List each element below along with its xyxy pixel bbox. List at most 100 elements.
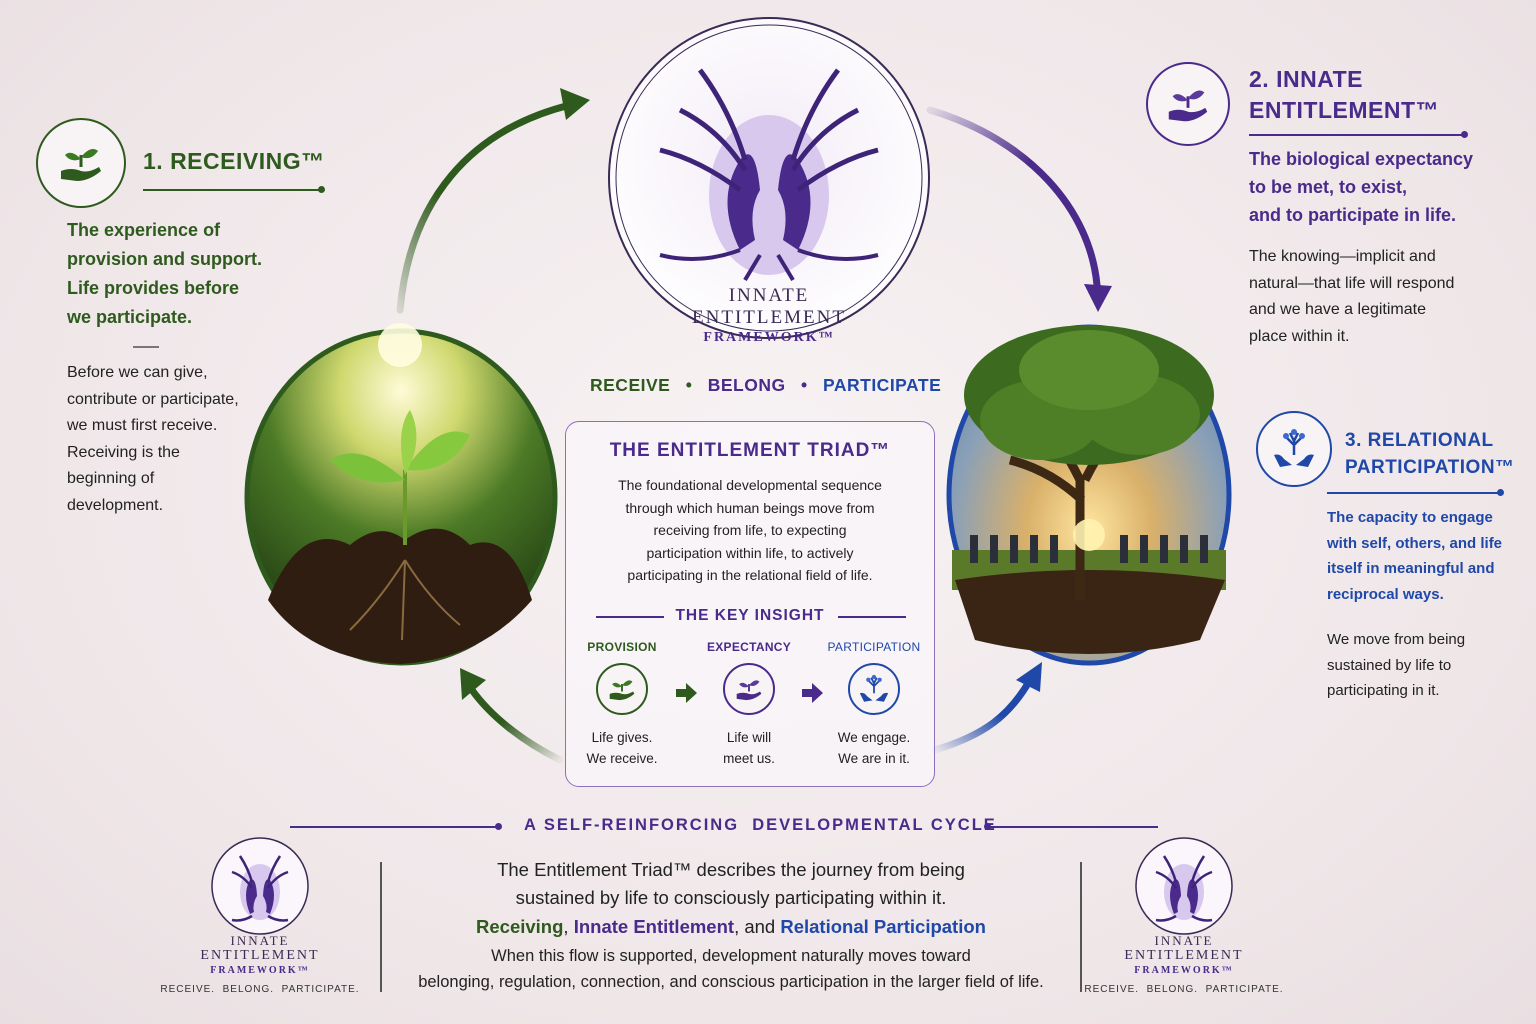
- receiving-rule: [143, 189, 321, 191]
- receiving-icon-ring: [36, 118, 126, 208]
- participation-text-line: We engage.: [837, 730, 911, 745]
- bottom-sep: ,: [563, 916, 574, 937]
- innate-lead-line: The biological expectancy: [1249, 149, 1474, 169]
- tree-hands-icon: [1274, 429, 1314, 467]
- receiving-body-line: Before we can give,: [67, 364, 208, 381]
- triad-step-participation: PARTICIPATION We engage. We are in it.: [819, 640, 929, 769]
- bottom-rule-left: [290, 826, 498, 828]
- receiving-body: Before we can give, contribute or partic…: [67, 360, 239, 519]
- innate-title-line: 2. INNATE: [1249, 66, 1363, 92]
- innate-rule: [1249, 134, 1463, 136]
- relational-lead-line: reciprocal ways.: [1327, 585, 1444, 603]
- bottom-line4: When this flow is supported, development…: [491, 947, 971, 965]
- relational-lead-line: The capacity to engage: [1327, 509, 1493, 526]
- provision-label: PROVISION: [587, 640, 657, 654]
- small-logo-line2: ENTITLEMENT: [1124, 948, 1244, 963]
- tagline-separator: •: [685, 375, 693, 395]
- logo-line1: INNATE: [728, 285, 810, 306]
- innate-lead: The biological expectancy to be met, to …: [1249, 145, 1473, 229]
- small-logo-line3: FRAMEWORK™: [1134, 965, 1234, 976]
- tagline-receive: RECEIVE: [590, 375, 671, 395]
- triad-description-line: receiving from life, to expecting: [653, 522, 847, 538]
- receiving-lead: The experience of provision and support.…: [67, 216, 262, 332]
- participation-icon-ring: [848, 663, 900, 715]
- relational-body-line: participating in it.: [1327, 682, 1440, 699]
- relational-body: We move from being sustained by life to …: [1327, 627, 1465, 704]
- relational-lead: The capacity to engage with self, others…: [1327, 505, 1502, 607]
- small-logo-emblem-left: [211, 837, 309, 935]
- expectancy-text-line: meet us.: [723, 751, 775, 766]
- bottom-divider-left: [380, 862, 382, 992]
- innate-icon-ring: [1146, 62, 1230, 146]
- hand-sprout-icon: [609, 680, 635, 701]
- tagline: RECEIVE • BELONG • PARTICIPATE: [590, 375, 950, 396]
- bottom-line1: The Entitlement Triad™ describes the jou…: [497, 859, 965, 880]
- bottom-rule-dot-left: [495, 823, 502, 830]
- expectancy-text: Life will meet us.: [694, 727, 804, 769]
- receiving-lead-line: provision and support.: [67, 249, 263, 269]
- bottom-line5: belonging, regulation, connection, and c…: [418, 973, 1044, 991]
- bottom-sep: , and: [734, 916, 781, 937]
- receiving-body-line: we must first receive.: [67, 417, 218, 434]
- small-logo-line3: FRAMEWORK™: [210, 965, 310, 976]
- receiving-body-line: contribute or participate,: [67, 390, 239, 408]
- tagline-participate: PARTICIPATE: [822, 375, 942, 395]
- innate-body-line: place within it.: [1249, 327, 1350, 345]
- innate-title-line: ENTITLEMENT™: [1249, 97, 1439, 123]
- triad-description-line: The foundational developmental sequence: [618, 477, 882, 493]
- relational-rule: [1327, 492, 1499, 494]
- provision-text: Life gives. We receive.: [567, 727, 677, 769]
- tree-hands-icon: [859, 674, 889, 702]
- hand-sprout-icon: [61, 149, 101, 181]
- tagline-separator: •: [800, 375, 808, 395]
- triad-description: The foundational developmental sequence …: [566, 474, 934, 587]
- bottom-line2: sustained by life to consciously partici…: [515, 887, 947, 908]
- receiving-lead-line: Life provides before: [67, 278, 240, 298]
- relational-title: 3. RELATIONAL PARTICIPATION™: [1345, 427, 1515, 481]
- arrow-right-icon: [676, 683, 697, 703]
- relational-lead-line: itself in meaningful and: [1327, 560, 1495, 577]
- small-logo-line1: INNATE: [1154, 933, 1214, 948]
- small-logo-left: INNATE ENTITLEMENT FRAMEWORK™ RECEIVE. B…: [160, 934, 360, 996]
- receiving-lead-line: The experience of: [67, 220, 221, 240]
- triad-description-line: participation within life, to actively: [646, 544, 854, 561]
- innate-body: The knowing—implicit and natural—that li…: [1249, 244, 1454, 350]
- bottom-divider-right: [1080, 862, 1082, 992]
- small-logo-tagline: RECEIVE. BELONG. PARTICIPATE.: [160, 984, 360, 995]
- small-logo-right: INNATE ENTITLEMENT FRAMEWORK™ RECEIVE. B…: [1084, 933, 1284, 996]
- triad-description-line: participating in the relational field of…: [627, 567, 873, 583]
- receiving-lead-line: we participate.: [67, 307, 193, 327]
- tagline-belong: BELONG: [707, 375, 786, 395]
- receiving-rule-dot: [318, 186, 325, 193]
- key-insight-title: THE KEY INSIGHT: [675, 607, 825, 624]
- logo-wordmark: INNATE ENTITLEMENT FRAMEWORK™: [640, 285, 898, 347]
- receiving-divider: [133, 346, 159, 348]
- receiving-body-line: beginning of: [67, 470, 155, 487]
- small-logo-tagline: RECEIVE. BELONG. PARTICIPATE.: [1084, 984, 1284, 995]
- hand-sprout-icon: [1168, 90, 1208, 122]
- bottom-innate: Innate Entitlement: [573, 916, 735, 937]
- bottom-line3: Receiving, Innate Entitlement, and Relat…: [382, 912, 1080, 941]
- participation-text: We engage. We are in it.: [819, 727, 929, 769]
- bottom-summary: The Entitlement Triad™ describes the jou…: [382, 856, 1080, 995]
- bottom-relational: Relational Participation: [780, 916, 986, 937]
- logo-line2: ENTITLEMENT: [692, 307, 846, 328]
- relational-rule-dot: [1497, 489, 1504, 496]
- innate-title: 2. INNATE ENTITLEMENT™: [1249, 64, 1439, 126]
- relational-title-line: PARTICIPATION™: [1345, 457, 1515, 478]
- relational-body-line: We move from being: [1327, 631, 1466, 648]
- relational-body-line: sustained by life to: [1327, 656, 1452, 674]
- bottom-title: A SELF-REINFORCING DEVELOPMENTAL CYCLE: [524, 816, 997, 834]
- innate-rule-dot: [1461, 131, 1468, 138]
- receiving-body-line: Receiving is the: [67, 443, 180, 461]
- triad-step-expectancy: EXPECTANCY Life will meet us.: [694, 640, 804, 769]
- participation-label: PARTICIPATION: [827, 640, 921, 654]
- bottom-rule-dot-right: [984, 823, 991, 830]
- innate-lead-line: and to participate in life.: [1249, 205, 1457, 225]
- expectancy-label: EXPECTANCY: [706, 640, 792, 654]
- small-logo-line2: ENTITLEMENT: [200, 948, 320, 963]
- key-insight-rule-left: [596, 616, 664, 618]
- innate-lead-line: to be met, to exist,: [1249, 177, 1408, 197]
- bottom-rule-right: [990, 826, 1158, 828]
